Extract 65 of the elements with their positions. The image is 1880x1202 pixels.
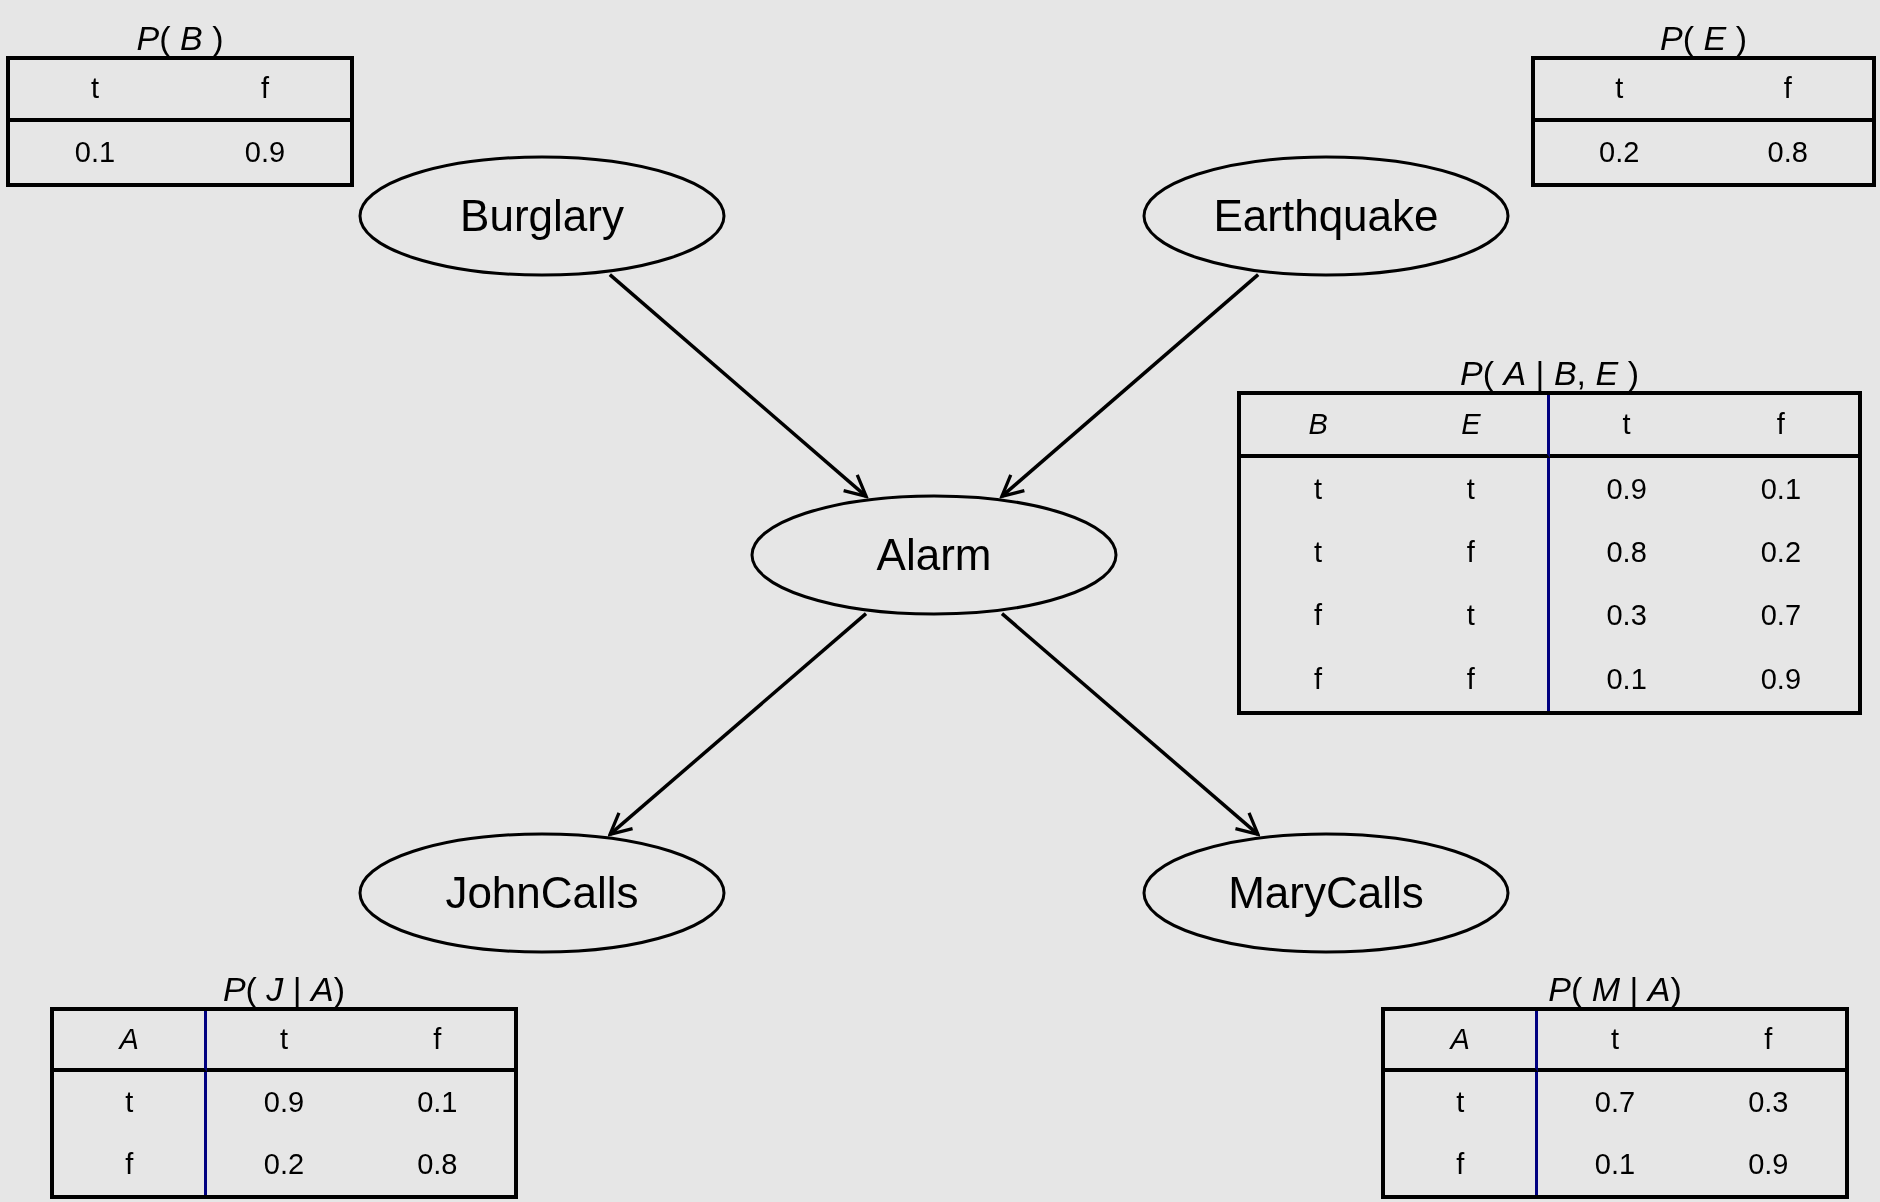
table-cell: t xyxy=(1538,1011,1692,1073)
table-cell: t xyxy=(54,1072,208,1134)
node-label: Alarm xyxy=(876,529,992,581)
table-cell: E xyxy=(1395,395,1550,459)
node-label: Burglary xyxy=(460,190,624,242)
table-cell: f xyxy=(1691,1011,1845,1073)
table-cell: t xyxy=(1395,458,1550,522)
ellipse-node xyxy=(358,832,726,954)
table-cell: f xyxy=(1385,1133,1539,1195)
arrow xyxy=(1000,612,1260,836)
table-cell-text: 0.1 xyxy=(1605,661,1648,697)
table-cell: t xyxy=(1549,395,1704,459)
node-label: MaryCalls xyxy=(1228,867,1424,919)
table-cell-text: 0.7 xyxy=(1759,598,1803,634)
table-cell-text: 0.2 xyxy=(1598,134,1641,170)
table-title: P( A | B, E ) xyxy=(1459,353,1640,394)
table-cell: A xyxy=(1385,1011,1539,1073)
table-cell: f xyxy=(1395,647,1550,711)
table-cell-text: 0.3 xyxy=(1747,1085,1790,1121)
table-title: P( E ) xyxy=(1659,18,1748,59)
table-cell-text: 0.1 xyxy=(416,1085,459,1121)
table-cell: f xyxy=(54,1133,208,1195)
table-cell: f xyxy=(180,60,350,122)
arrow xyxy=(608,612,868,836)
ellipse-node xyxy=(750,494,1118,616)
table-cell-text: 0.9 xyxy=(1747,1146,1790,1182)
table-cell: f xyxy=(1703,60,1872,122)
table-cell-text: 0.7 xyxy=(1593,1085,1637,1121)
table-cell-text: 0.9 xyxy=(1759,661,1803,697)
table-title: P( B ) xyxy=(135,18,225,59)
table-cell: t xyxy=(1385,1072,1539,1134)
node-label: Earthquake xyxy=(1213,190,1439,242)
table-cell-text: 0.9 xyxy=(1605,472,1648,508)
table-cell-text: 0.2 xyxy=(262,1146,306,1182)
table-title: P( J | A) xyxy=(221,969,347,1010)
table-title: P( M | A) xyxy=(1547,969,1683,1010)
table-cell: f xyxy=(1395,521,1550,585)
table-cell-text: f xyxy=(1313,598,1324,634)
table-cell-text: 0.9 xyxy=(262,1085,306,1121)
ellipse-node xyxy=(358,155,726,277)
table-cell: f xyxy=(1703,395,1858,459)
table-cell-text: 0.3 xyxy=(1605,598,1648,634)
node-label: JohnCalls xyxy=(445,867,639,919)
table-cell-text: 0.1 xyxy=(1759,472,1803,508)
table-cell: A xyxy=(54,1011,208,1073)
table-cell-text: 0.8 xyxy=(1766,134,1809,170)
table-cell-text: 0.1 xyxy=(73,134,117,170)
table-cell-text: t xyxy=(1313,535,1324,571)
table-cell-text: 0.2 xyxy=(1759,535,1803,571)
table-cell-text: 0.8 xyxy=(416,1146,459,1182)
table-cell-text: t xyxy=(1313,472,1324,508)
table-cell: t xyxy=(207,1011,361,1073)
table-cell: t xyxy=(1535,60,1704,122)
arrow xyxy=(1000,273,1260,498)
arrow xyxy=(608,273,868,498)
table-cell-text: 0.9 xyxy=(243,134,287,170)
table-cell: B xyxy=(1241,395,1396,459)
table-cell-text: 0.1 xyxy=(1593,1146,1637,1182)
ellipse-node xyxy=(1142,832,1510,954)
table-cell: t xyxy=(1395,584,1550,648)
ellipse-node xyxy=(1142,155,1510,277)
table-cell-text: f xyxy=(1313,661,1324,697)
table-cell-text: 0.8 xyxy=(1605,535,1648,571)
table-cell: f xyxy=(360,1011,514,1073)
table-cell: t xyxy=(10,60,180,122)
